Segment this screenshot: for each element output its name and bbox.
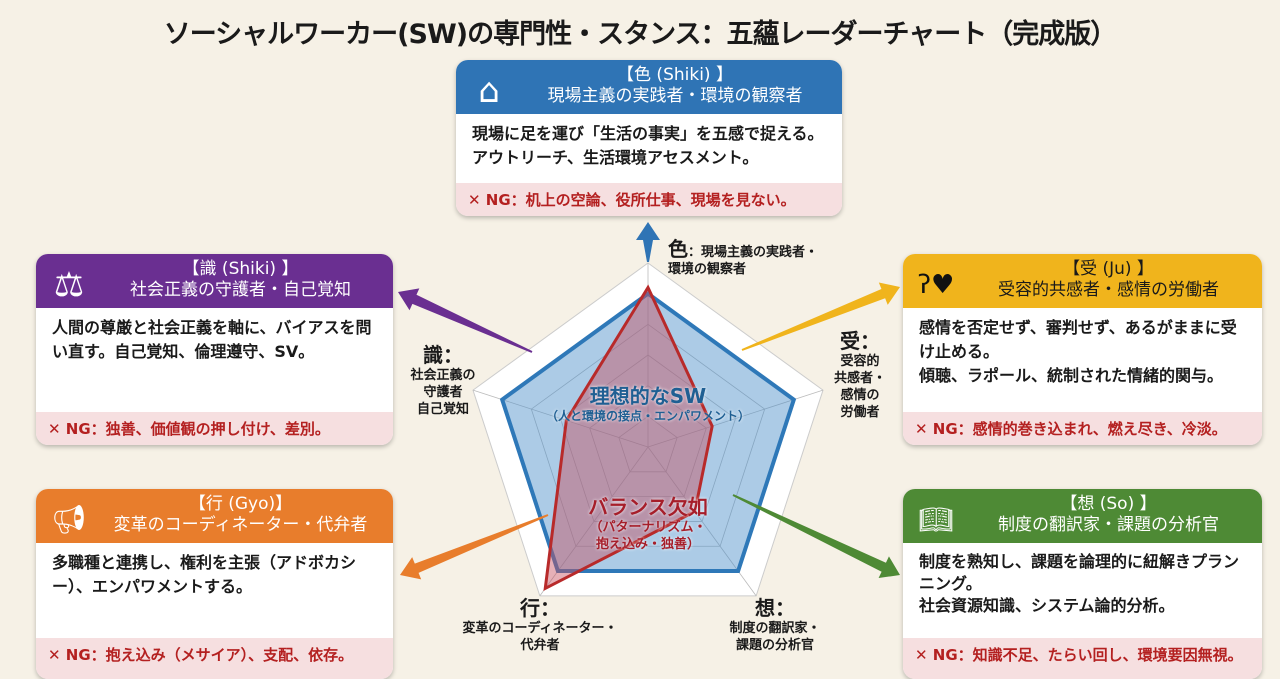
card-shiki-mind: ⚖ 【識 (Shiki) 】社会正義の守護者・自己覚知 人間の尊厳と社会正義を軸に… [36,254,393,445]
card-body: 多職種と連携し、権利を主張（アドボカシー）、エンパワメントする。 [52,552,357,596]
arrow-ju-icon [741,282,900,351]
page-title: ソーシャルワーカー(SW)の専門性・スタンス：五蘊レーダーチャート（完成版） [163,19,1118,50]
card-body: 現場に足を運び「生活の事実」を五感で捉える。アウトリーチ、生活環境アセスメント。 [472,123,824,167]
card-ng: ✕ NG：感情的巻き込まれ、燃え尽き、冷淡。 [903,412,1262,445]
axis-label-ju: 受：受容的 共感者・ 感情の 労働者 [820,328,900,422]
card-ng: ✕ NG：抱え込み（メサイア）、支配、依存。 [36,638,393,679]
card-subtitle: 受容的共感者・感情の労働者 [998,280,1219,301]
card-gyo: 📢︎ 【行 (Gyo)】変革のコーディネーター・代弁者 多職種と連携し、権利を主張… [36,489,393,679]
card-header: ⌂ 【色 (Shiki) 】現場主義の実践者・環境の観察者 [456,60,842,114]
series-note: （パターナリズム・ 抱え込み・独善） [589,520,707,552]
card-header: 📢︎ 【行 (Gyo)】変革のコーディネーター・代弁者 [36,489,393,543]
card-header: ʔ♥ 【受 (Ju) 】受容的共感者・感情の労働者 [903,254,1262,308]
arrow-so-icon [732,494,901,579]
card-title: 【行 (Gyo)】 [188,494,293,514]
axis-desc: 受容的 共感者・ 感情の 労働者 [833,354,886,420]
axis-label-gyo: 行：変革のコーディネーター・ 代弁者 [440,595,640,655]
axis-key: 色 [668,237,688,261]
house-magnifier-icon: ⌂ [478,71,500,111]
ideal-series-polygon [499,291,797,574]
axis-label-shiki-mind: 識：社会正義の 守護者 自己覚知 [398,342,488,419]
card-title: 【色 (Shiki) 】 [617,65,733,85]
card-header: 📖︎ 【想 (So) 】制度の翻訳家・課題の分析官 [903,489,1262,543]
series-name: バランス欠如 [588,495,708,519]
scales-icon: ⚖ [53,265,85,305]
axis-key: 識： [423,343,463,367]
card-title: 【想 (So) 】 [1060,494,1157,514]
ear-heart-icon: ʔ♥ [917,270,955,300]
axis-desc: 変革のコーディネーター・ 代弁者 [462,621,618,653]
card-so: 📖︎ 【想 (So) 】制度の翻訳家・課題の分析官 制度を熟知し、課題を論理的に紐… [903,489,1262,679]
series-name: 理想的なSW [589,384,707,408]
imbalance-series-label: バランス欠如（パターナリズム・ 抱え込み・独善） [540,494,756,554]
megaphone-icon: 📢︎ [51,503,87,536]
radar-grid-ring [618,415,678,473]
card-subtitle: 制度の翻訳家・課題の分析官 [998,515,1219,536]
axis-label-so: 想：制度の翻訳家・ 課題の分析官 [700,595,850,655]
arrow-gyo-icon [399,514,549,580]
axis-key: 行： [520,596,560,620]
radar-grid-ring [530,323,766,547]
ideal-series-label: 理想的なSW（人と環境の接点・エンパワメント） [500,383,796,425]
card-subtitle: 現場主義の実践者・環境の観察者 [547,86,803,107]
card-subtitle: 社会正義の守護者・自己覚知 [130,280,351,301]
card-body: 人間の尊厳と社会正義を軸に、バイアスを問い直す。自己覚知、倫理遵守、SV。 [52,317,372,361]
card-title: 【識 (Shiki) 】 [182,259,299,279]
card-header: ⚖ 【識 (Shiki) 】社会正義の守護者・自己覚知 [36,254,393,308]
card-ng: ✕ NG：机上の空論、役所仕事、現場を見ない。 [456,183,842,216]
card-ng: ✕ NG：独善、価値観の押し付け、差別。 [36,412,393,445]
axis-desc: 社会正義の 守護者 自己覚知 [410,368,476,417]
card-ju: ʔ♥ 【受 (Ju) 】受容的共感者・感情の労働者 感情を否定せず、審判せず、ある… [903,254,1262,445]
arrow-shiki-mind-icon [398,288,533,353]
book-gear-icon: 📖︎ [918,503,954,536]
card-ng: ✕ NG：知識不足、たらい回し、環境要因無視。 [903,638,1262,679]
radar-grid-ring [589,385,707,498]
card-body: 制度を熟知し、課題を論理的に紐解きプランニング。 社会資源知識、システム論的分析… [919,551,1240,616]
axis-label-shiki-form: 色：現場主義の実践者・ 環境の観察者 [668,236,818,279]
axis-desc: 制度の翻訳家・ 課題の分析官 [729,621,821,653]
imbalance-series-polygon [543,284,714,592]
axis-key: 想： [755,596,795,620]
card-body: 感情を否定せず、審判せず、あるがままに受け止める。 傾聴、ラポール、統制された情… [919,317,1237,385]
axis-desc: ：現場主義の実践者・ 環境の観察者 [668,245,819,277]
axis-key: 受： [840,329,880,353]
card-title: 【受 (Ju) 】 [1063,259,1154,279]
card-shiki-form: ⌂ 【色 (Shiki) 】現場主義の実践者・環境の観察者 現場に足を運び「生活の… [456,60,842,216]
arrow-shiki-form-icon [636,222,660,262]
card-subtitle: 変革のコーディネーター・代弁者 [113,515,368,536]
series-note: （人と環境の接点・エンパワメント） [545,409,750,423]
